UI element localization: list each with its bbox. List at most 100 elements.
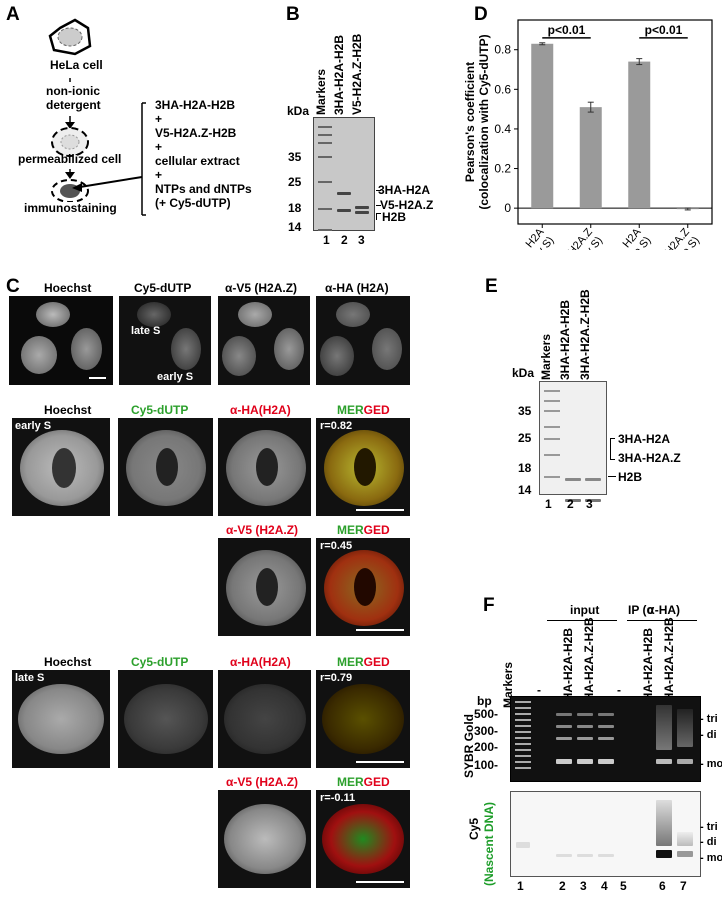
- mix-line: V5-H2A.Z-H2B: [155, 126, 237, 140]
- f-cy5-mono: - mono: [700, 852, 722, 864]
- panel-label-b: B: [286, 4, 300, 25]
- merged-part-b: GED: [363, 655, 390, 669]
- gel-b-band-label: V5-H2A.Z: [380, 198, 434, 212]
- gel-e-lane-header-markers: Markers: [539, 333, 553, 380]
- bar: [531, 43, 554, 209]
- scale-bar: [356, 761, 404, 763]
- bar: [628, 61, 651, 209]
- c-row1-header-hoechst: Hoechst: [44, 281, 92, 295]
- significance-label: p<0.01: [645, 23, 683, 37]
- gel-b-lane-header-markers: Markers: [314, 68, 328, 115]
- gel-b-marker-18: 18: [288, 201, 302, 215]
- scale-bar: [89, 377, 106, 379]
- gel-b-lane-number: 3: [358, 233, 365, 247]
- f-cy5-tri: - tri: [700, 821, 718, 833]
- f-input-header: input: [570, 603, 600, 617]
- c-row1-ha-image: [316, 296, 410, 385]
- mix-line: +: [155, 140, 163, 154]
- f-bp-100: 100-: [474, 758, 499, 772]
- c-early-phase-label: early S: [15, 420, 52, 432]
- y-tick-label: 0.4: [494, 122, 511, 136]
- scale-bar: [356, 629, 404, 631]
- f-lane-number: 1: [517, 879, 524, 893]
- merged-part-b: GED: [363, 403, 390, 417]
- c-early-header-ha: α-HA(H2A): [230, 403, 291, 417]
- f-sybr-mono: - mono: [700, 758, 722, 770]
- c-late-merged-image-2: r=-0.11: [316, 790, 410, 888]
- gel-e-lane-header-h2a: 3HA-H2A-H2B: [558, 299, 572, 380]
- c-row1-hoechst-image: [9, 296, 113, 385]
- f-bp-label: bp: [477, 694, 492, 708]
- gel-b-marker-14: 14: [288, 220, 302, 234]
- x-tick-label: H2A.Z(early S): [559, 226, 605, 250]
- f-lane-number: 2: [559, 879, 566, 893]
- f-bp-200: 200-: [474, 740, 499, 754]
- c-late-header-cy5: Cy5-dUTP: [131, 655, 189, 669]
- f-lane-header-ip-h2az: 3HA-H2A.Z-H2B: [662, 617, 676, 708]
- f-ip-part-b: -HA): [654, 603, 681, 617]
- c-late-header-v5: α-V5 (H2A.Z): [226, 775, 299, 789]
- f-ip-part-a: IP (: [628, 603, 647, 617]
- c-early-cy5-image: [118, 418, 213, 516]
- c-early-r1: r=0.82: [320, 420, 353, 432]
- gel-b-lane-header-h2a: 3HA-H2A-H2B: [332, 34, 346, 115]
- gel-b-lane-header-h2az: V5-H2A.Z-H2B: [350, 33, 364, 115]
- gel-e-marker-18: 18: [518, 461, 532, 475]
- hela-nucleus-shape: [57, 27, 83, 47]
- gel-e-band-label: 3HA-H2A: [618, 432, 671, 446]
- gel-e-lane-header-h2az: 3HA-H2A.Z-H2B: [578, 289, 592, 380]
- panel-label-e: E: [485, 276, 498, 297]
- y-axis-label-line2: (colocalization with Cy5-dUTP): [477, 34, 491, 209]
- permeabilized-label: permeabilized cell: [18, 152, 122, 166]
- gel-e-marker-35: 35: [518, 404, 532, 418]
- f-cy5-di: - di: [700, 836, 717, 848]
- c-late-phase-label: late S: [15, 672, 45, 684]
- f-sybr-tri: - tri: [700, 713, 718, 725]
- f-ip-alpha: α: [646, 603, 655, 617]
- c-early-header-cy5: Cy5-dUTP: [131, 403, 189, 417]
- c-early-merged-image: r=0.82: [316, 418, 410, 516]
- c-early-hoechst-image: early S: [12, 418, 110, 516]
- detergent-label-2: detergent: [46, 98, 101, 112]
- gel-e: [539, 381, 607, 502]
- gel-e-band-label: 3HA-H2A.Z: [618, 451, 681, 465]
- merged-part-b: GED: [363, 775, 390, 789]
- c-late-hoechst-image: late S: [12, 670, 110, 768]
- c-early-s-label: early S: [157, 371, 194, 383]
- f-lane-header-input-h2az: 3HA-H2A.Z-H2B: [582, 617, 596, 708]
- gel-e-lane-number: 3: [586, 497, 593, 511]
- x-tick-label: H2A(early S): [511, 226, 557, 250]
- c-late-header-merged-2: MERGED: [337, 775, 390, 789]
- mix-line: 3HA-H2A-H2B: [155, 98, 236, 112]
- f-lane-header-dash-2: -: [617, 683, 621, 697]
- reaction-mix: 3HA-H2A-H2B + V5-H2A.Z-H2B + cellular ex…: [155, 98, 305, 210]
- c-late-header-ha: α-HA(H2A): [230, 655, 291, 669]
- gel-b-marker-35: 35: [288, 150, 302, 164]
- f-nascent-label: (Nascent DNA): [482, 801, 496, 886]
- c-late-merged-image: r=0.79: [316, 670, 410, 768]
- gel-e-marker-25: 25: [518, 431, 532, 445]
- f-lane-header-dash-1: -: [537, 683, 541, 697]
- f-sybr-label: SYBR Gold: [462, 713, 476, 778]
- f-bp-500: 500-: [474, 707, 499, 721]
- c-early-v5-image: [218, 538, 311, 636]
- y-tick-label: 0.6: [494, 82, 511, 96]
- x-tick-label: H2A(late S): [612, 226, 654, 250]
- c-late-cy5-image: [118, 670, 213, 768]
- merged-part-a: MER: [337, 655, 364, 669]
- mix-line: cellular extract: [155, 154, 240, 168]
- c-early-merged-image-2: r=0.45: [316, 538, 410, 636]
- c-late-s-label: late S: [131, 325, 161, 337]
- x-tick-label: H2A.Z(late S): [660, 226, 702, 250]
- c-row1-cy5-image: late S early S: [119, 296, 211, 385]
- gel-b-band-label: 3HA-H2A: [378, 183, 431, 197]
- y-tick-label: 0.8: [494, 43, 511, 57]
- immunostaining-label: immunostaining: [24, 201, 117, 215]
- merged-part-a: MER: [337, 403, 364, 417]
- c-early-header-merged-2: MERGED: [337, 523, 390, 537]
- c-early-header-v5: α-V5 (H2A.Z): [226, 523, 299, 537]
- gel-b-lane-number: 1: [323, 233, 330, 247]
- c-late-v5-image: [218, 790, 311, 888]
- merged-part-a: MER: [337, 523, 364, 537]
